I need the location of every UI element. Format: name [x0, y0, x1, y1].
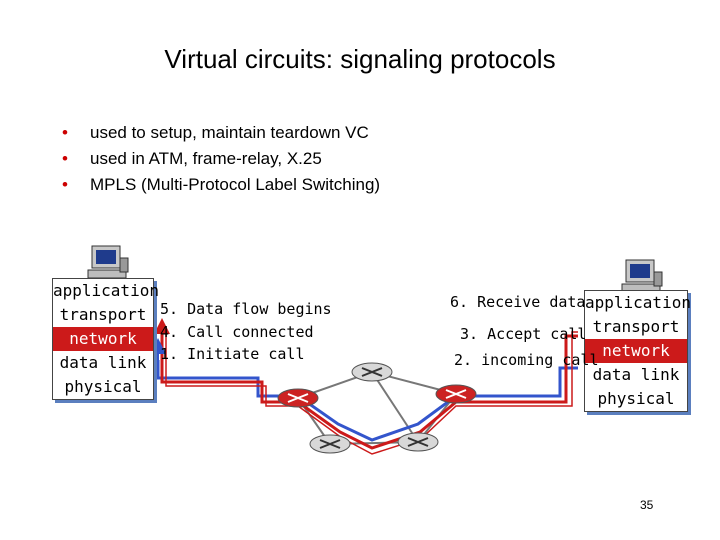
data-path-thin	[165, 331, 578, 455]
layer-transport: transport	[59, 305, 147, 324]
layer-application: application	[53, 281, 159, 300]
step-1-label: 1. Initiate call	[160, 345, 305, 363]
step-6-label: 6. Receive data	[450, 293, 586, 311]
router-icon	[397, 432, 439, 452]
layer-network: network	[585, 339, 687, 363]
layer-application: application	[585, 293, 691, 312]
bullet-dot-icon: •	[62, 175, 68, 194]
slide-title: Virtual circuits: signaling protocols	[164, 44, 556, 74]
bullet-item: •used to setup, maintain teardown VC	[62, 120, 380, 146]
layer-physical: physical	[597, 389, 675, 408]
protocol-stack-left: application transport network data link …	[52, 278, 159, 400]
bullet-dot-icon: •	[62, 149, 68, 168]
signal-path-left	[156, 360, 578, 442]
router-icon	[309, 434, 351, 454]
network-links	[297, 371, 457, 445]
step-4-label: 4. Call connected	[160, 323, 314, 341]
layer-physical: physical	[64, 377, 142, 396]
layer-network: network	[53, 327, 153, 351]
data-path	[160, 330, 578, 450]
router-icon	[351, 362, 393, 382]
bullet-item: •used in ATM, frame-relay, X.25	[62, 146, 380, 172]
page-number: 35	[640, 498, 654, 512]
layer-data-link: data link	[592, 365, 680, 384]
bullet-item: •MPLS (Multi-Protocol Label Switching)	[62, 172, 380, 198]
computer-icon	[621, 259, 663, 293]
step-5-label: 5. Data flow begins	[160, 300, 332, 318]
bullet-dot-icon: •	[62, 123, 68, 142]
layer-data-link: data link	[59, 353, 147, 372]
step-2-label: 2. incoming call	[454, 351, 599, 369]
bullet-list: •used to setup, maintain teardown VC •us…	[62, 120, 380, 198]
router-icon	[435, 384, 477, 404]
layer-transport: transport	[592, 317, 680, 336]
step-3-label: 3. Accept call	[460, 325, 587, 343]
protocol-stack-right: application transport network data link …	[584, 290, 691, 412]
computer-icon	[87, 245, 129, 279]
router-icon	[277, 388, 319, 408]
